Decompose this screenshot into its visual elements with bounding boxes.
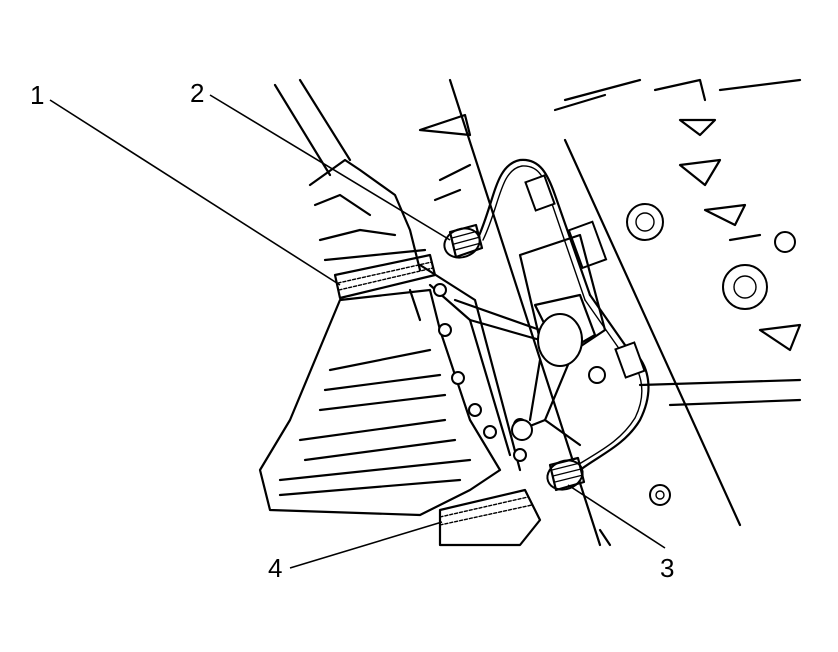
axle-shaft (273, 78, 427, 272)
callout-2: 2 (190, 78, 205, 108)
leader-1 (49, 99, 341, 286)
tone-ring-lower (438, 488, 542, 547)
wheel-speed-sensor-lower (546, 456, 586, 492)
callout-3: 3 (660, 553, 675, 583)
frame-structure (418, 78, 802, 547)
differential-housing (258, 263, 522, 517)
leader-lines (49, 94, 666, 569)
leader-2 (209, 94, 451, 241)
callout-4: 4 (268, 553, 283, 583)
harness-clips (524, 174, 646, 379)
wheel-speed-sensor-upper (443, 223, 484, 259)
callout-1: 1 (30, 80, 45, 110)
leader-3 (567, 484, 666, 549)
actuator-bracket (511, 233, 607, 447)
leader-4 (289, 521, 443, 569)
frame-bolts (588, 203, 796, 506)
